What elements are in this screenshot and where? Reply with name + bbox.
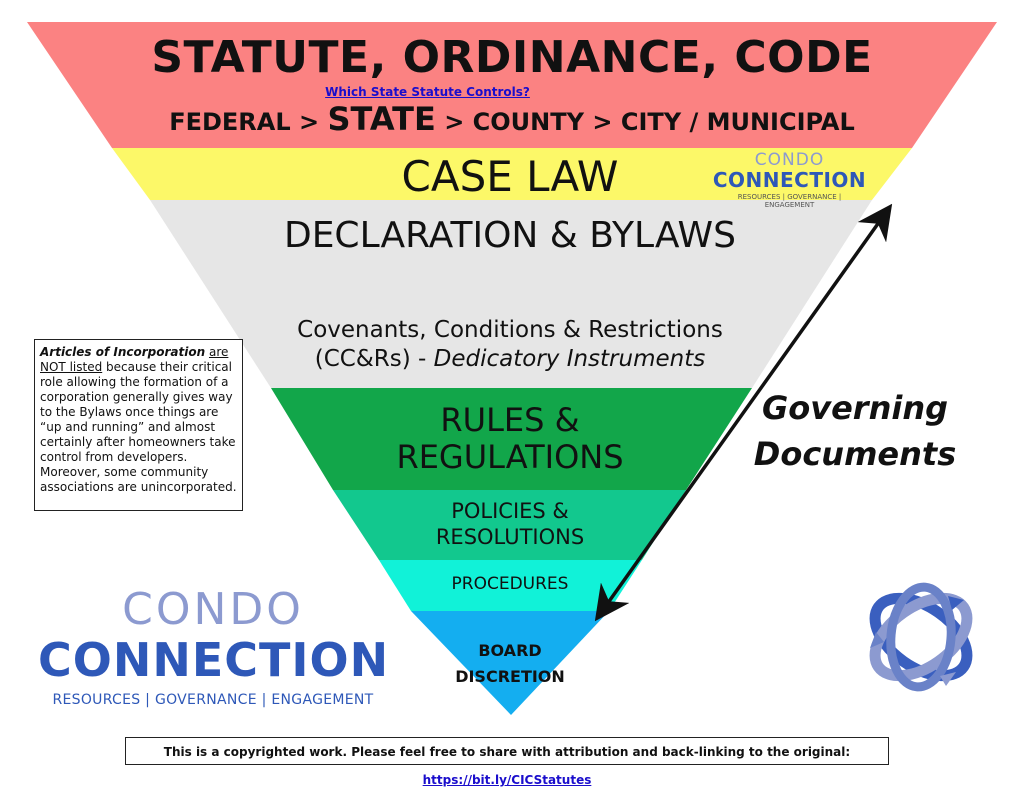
tier-board <box>411 611 609 715</box>
tier-rules-label: RULES & REGULATIONS <box>396 401 624 476</box>
tier-board-label: BOARD DISCRETION <box>455 641 565 686</box>
condo-connection-logo-large: CONDO CONNECTION RESOURCES | GOVERNANCE … <box>38 584 390 709</box>
tier-case-law-label: CASE LAW <box>401 152 619 201</box>
condo-connection-logo-small: CONDO CONNECTION RESOURCES | GOVERNANCE … <box>712 150 867 209</box>
footer-text: This is a copyrighted work. Please feel … <box>163 745 851 759</box>
tier-procedures <box>379 560 642 611</box>
copyright-footer: This is a copyrighted work. Please feel … <box>125 737 889 787</box>
tier-case-law <box>112 148 912 200</box>
tier-covenants-label: Covenants, Conditions & Restrictions (CC&… <box>260 316 760 374</box>
tier-statute <box>27 22 997 148</box>
logo-word2: CONNECTION <box>712 168 867 192</box>
governing-arrow <box>594 203 893 622</box>
jurisdiction-state: STATE <box>327 100 436 138</box>
logo-large-word2: CONNECTION <box>38 633 390 687</box>
logo-tagline: RESOURCES | GOVERNANCE | ENGAGEMENT <box>737 193 842 209</box>
tier-statute-title: STATUTE, ORDINANCE, CODE <box>151 32 873 83</box>
statute-link[interactable]: Which State Statute Controls? <box>325 85 530 99</box>
tier-policies-label: POLICIES & RESOLUTIONS <box>435 499 585 549</box>
logo-emblem-icon <box>869 582 973 692</box>
logo-large-word1: CONDO <box>122 584 304 635</box>
logo-large-tagline: RESOURCES | GOVERNANCE | ENGAGEMENT <box>52 692 374 708</box>
tier-procedures-label: PROCEDURES <box>451 574 569 594</box>
note-body2: Moreover, some community associations ar… <box>40 465 237 494</box>
governing-documents-label: Governing Documents <box>753 389 957 473</box>
covenants-line1: Covenants, Conditions & Restrictions <box>297 317 723 343</box>
jurisdiction-line: FEDERAL > STATE > COUNTY > CITY / MUNICI… <box>0 100 1024 138</box>
covenants-line2: (CC&Rs) - <box>314 346 434 372</box>
logo-word1: CONDO <box>754 150 825 170</box>
note-body: because their critical role allowing the… <box>40 360 236 464</box>
articles-note: Articles of Incorporation are NOT listed… <box>34 339 243 511</box>
note-not-listed: are NOT listed <box>40 345 229 374</box>
covenants-dedicatory: Dedicatory Instruments <box>433 346 706 372</box>
footer-link[interactable]: https://bit.ly/CICStatutes <box>422 773 592 787</box>
note-articles: Articles of Incorporation <box>40 345 206 359</box>
jurisdiction-sep: > <box>290 108 328 136</box>
tier-declaration-label: DECLARATION & BYLAWS <box>283 215 737 256</box>
jurisdiction-federal: FEDERAL <box>169 108 291 136</box>
jurisdiction-rest: > COUNTY > CITY / MUNICIPAL <box>435 108 855 136</box>
